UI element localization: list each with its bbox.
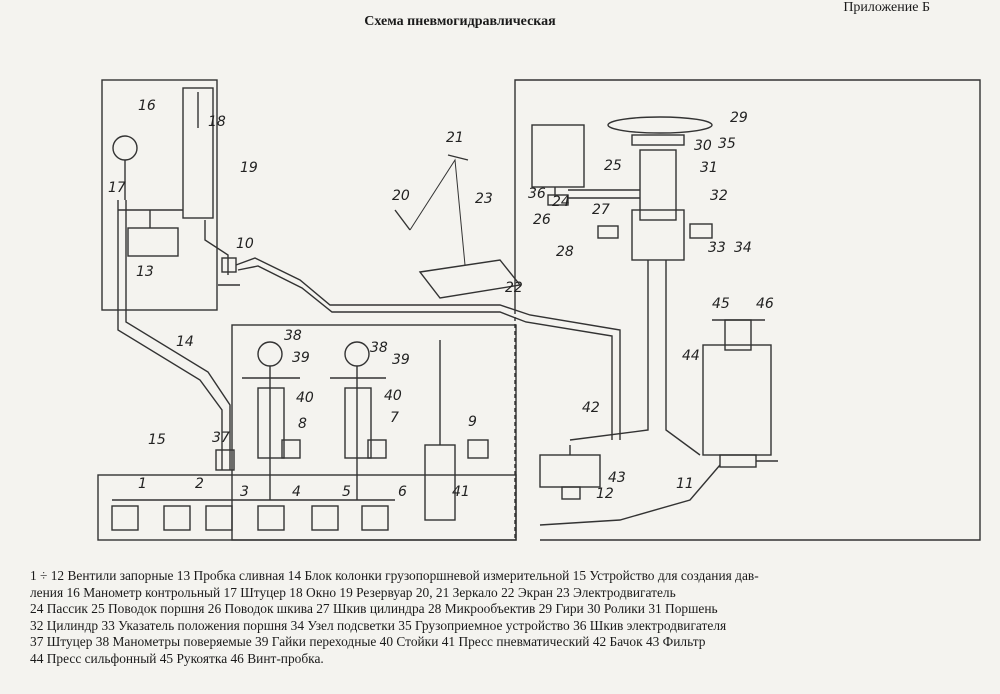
svg-text:23: 23 (475, 191, 493, 207)
svg-text:36: 36 (528, 186, 546, 202)
pneumatic-press-41 (424, 444, 456, 521)
light-unit-34 (689, 223, 713, 239)
valve-row (111, 499, 395, 531)
svg-text:39: 39 (292, 350, 310, 366)
svg-text:16: 16 (138, 98, 156, 114)
page-title: Схема пневмогидравлическая (364, 14, 556, 29)
svg-text:9: 9 (468, 414, 477, 430)
svg-text:31: 31 (700, 160, 718, 176)
svg-text:17: 17 (108, 180, 126, 196)
svg-text:21: 21 (446, 130, 464, 146)
svg-text:40: 40 (296, 390, 314, 406)
piston-31 (639, 149, 677, 221)
svg-text:38: 38 (370, 340, 388, 356)
reservoir-19 (182, 87, 214, 219)
motor-pulley-36 (547, 194, 569, 206)
svg-text:42: 42 (582, 400, 600, 416)
appendix-label: Приложение Б (843, 0, 930, 15)
svg-text:20: 20 (392, 188, 410, 204)
valve-7 (367, 439, 387, 459)
svg-text:26: 26 (533, 212, 551, 228)
svg-text:22: 22 (505, 280, 523, 296)
svg-text:13: 13 (136, 264, 154, 280)
svg-text:3: 3 (240, 484, 249, 500)
svg-text:40: 40 (384, 388, 402, 404)
manometer-16 (112, 135, 138, 161)
svg-text:43: 43 (608, 470, 626, 486)
svg-text:1: 1 (138, 476, 147, 492)
svg-text:44: 44 (682, 348, 700, 364)
mirror-20 (394, 209, 411, 231)
stand-40-left (257, 387, 285, 459)
load-receiver-35 (631, 134, 685, 146)
tank-42 (539, 454, 601, 488)
filter-43 (561, 486, 581, 500)
mirror-21 (447, 154, 469, 161)
svg-text:4: 4 (292, 484, 301, 500)
right-frame (514, 79, 981, 541)
motor-23 (531, 124, 585, 188)
legend-line: 32 Цилиндр 33 Указатель положения поршня… (30, 617, 727, 633)
svg-text:46: 46 (756, 296, 774, 312)
svg-text:5: 5 (342, 484, 351, 500)
svg-text:10: 10 (236, 236, 254, 252)
svg-text:33: 33 (708, 240, 726, 256)
valve-10 (221, 257, 237, 273)
svg-text:14: 14 (176, 334, 194, 350)
svg-text:32: 32 (710, 188, 728, 204)
svg-text:39: 39 (392, 352, 410, 368)
svg-text:8: 8 (298, 416, 307, 432)
fitting-37 (215, 449, 235, 471)
svg-text:37: 37 (212, 430, 230, 446)
svg-text:30: 30 (694, 138, 712, 154)
svg-text:2: 2 (195, 476, 204, 492)
legend-line: 44 Пресс сильфонный 45 Рукоятка 46 Винт-… (30, 650, 324, 666)
legend-line: 24 Пассик 25 Поводок поршня 26 Поводок ш… (30, 601, 718, 617)
svg-text:24: 24 (552, 194, 570, 210)
svg-text:11: 11 (676, 476, 694, 492)
svg-text:18: 18 (208, 114, 226, 130)
screen-22 (418, 259, 522, 299)
svg-text:28: 28 (556, 244, 574, 260)
svg-text:12: 12 (596, 486, 614, 502)
manometer-38-right (344, 341, 370, 367)
valve-9 (467, 439, 489, 459)
svg-text:7: 7 (390, 410, 399, 426)
block-14-frame (101, 79, 218, 311)
cylinder-32 (631, 209, 685, 261)
svg-text:35: 35 (718, 136, 736, 152)
pneumohydraulic-diagram: 16 18 19 17 13 10 14 15 37 1 2 3 4 5 6 7… (97, 79, 981, 541)
middle-frame (231, 324, 517, 541)
diagram-labels: 16 18 19 17 13 10 14 15 37 1 2 3 4 5 6 7… (108, 98, 774, 502)
bellows-press-44 (702, 344, 772, 456)
svg-text:15: 15 (148, 432, 166, 448)
legend-line: ления 16 Манометр контрольный 17 Штуцер … (30, 584, 676, 600)
svg-text:41: 41 (452, 484, 470, 500)
drain-plug-13 (127, 227, 179, 257)
legend: 1 ÷ 12 Вентили запорные 13 Пробка сливна… (30, 568, 985, 668)
svg-text:27: 27 (592, 202, 610, 218)
svg-text:6: 6 (398, 484, 407, 500)
svg-text:25: 25 (604, 158, 622, 174)
valve-8 (281, 439, 301, 459)
legend-line: 37 Штуцер 38 Манометры поверяемые 39 Гай… (30, 634, 706, 650)
manometer-38-left (257, 341, 283, 367)
svg-text:38: 38 (284, 328, 302, 344)
weights-29 (607, 116, 713, 134)
svg-text:29: 29 (730, 110, 748, 126)
svg-text:34: 34 (734, 240, 752, 256)
stand-40-right (344, 387, 372, 459)
micro-objective-28 (597, 225, 619, 239)
svg-text:19: 19 (240, 160, 258, 176)
svg-text:45: 45 (712, 296, 730, 312)
legend-line: 1 ÷ 12 Вентили запорные 13 Пробка сливна… (30, 568, 759, 583)
